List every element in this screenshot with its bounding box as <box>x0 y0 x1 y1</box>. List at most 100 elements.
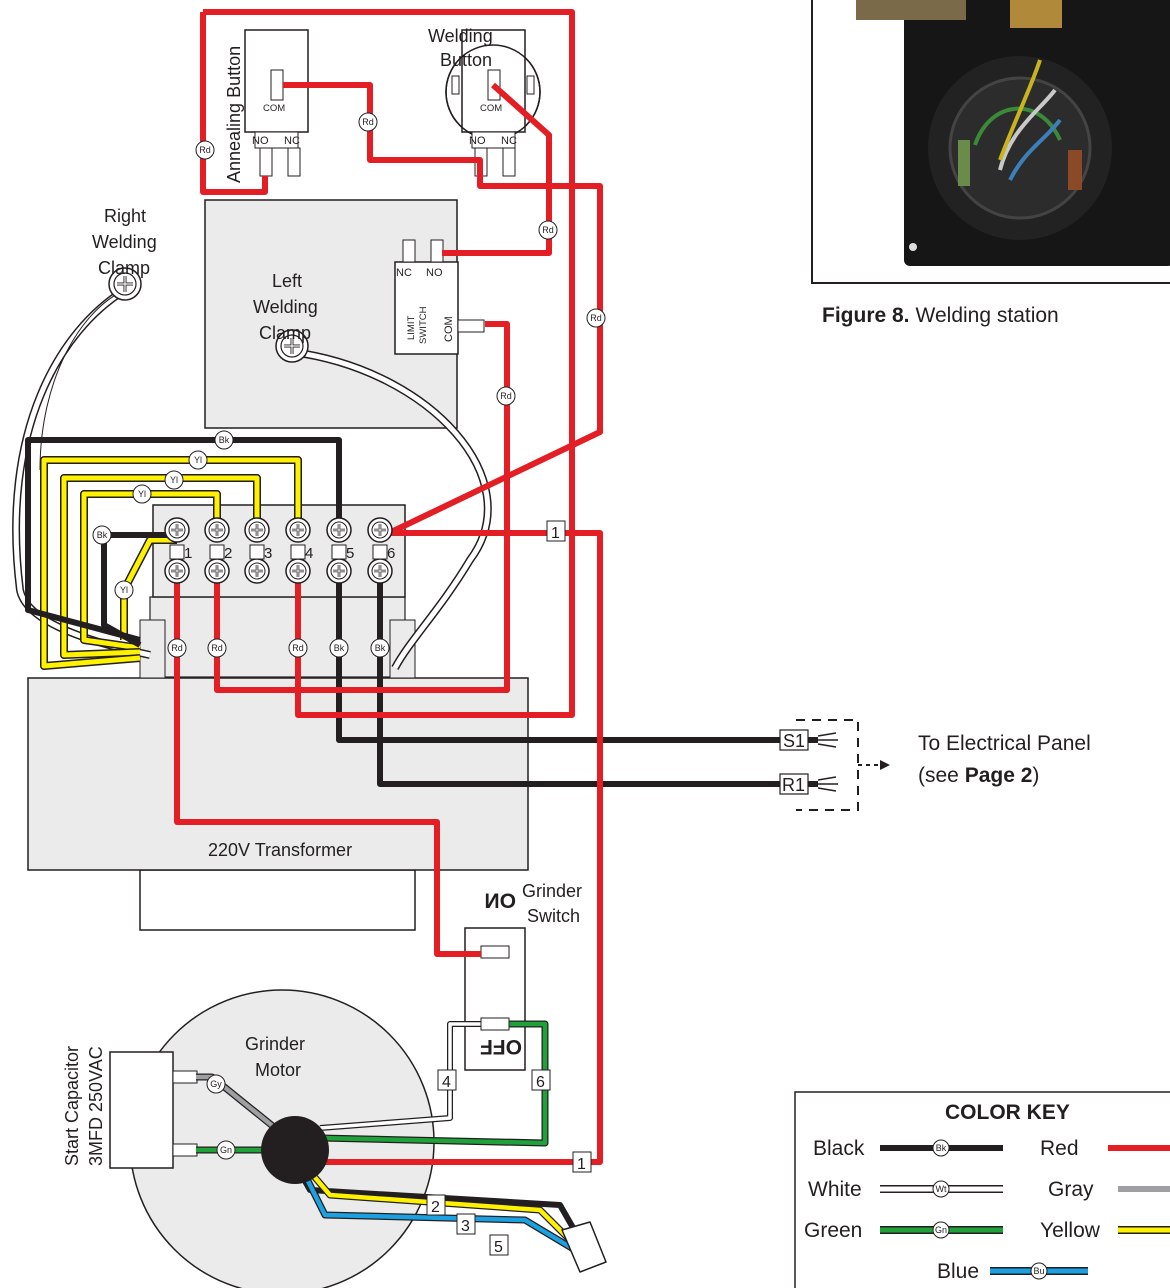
wire-number: 1 <box>551 525 560 542</box>
figure-label: Figure 8. <box>822 304 910 327</box>
wire-tag: Yl <box>188 450 208 470</box>
transformer-base <box>139 869 416 931</box>
limit-no-label: NO <box>426 267 443 279</box>
wire-number: 5 <box>494 1239 503 1256</box>
limit-switch-label-line1: LIMIT <box>406 316 417 340</box>
right-clamp-screw <box>108 267 142 301</box>
welding-button-label-line2: Button <box>440 50 492 70</box>
terminal-strip-post-left <box>139 619 166 679</box>
key-red-label: Red <box>1040 1137 1079 1160</box>
svg-text:Rd: Rd <box>500 391 512 401</box>
wire-number-boxes: 1 1 4 6 2 3 5 <box>426 520 592 1256</box>
terminal-screw <box>204 517 230 543</box>
nc-label: NC <box>501 135 517 147</box>
terminal-screw <box>367 517 393 543</box>
svg-text:Bu: Bu <box>1033 1266 1044 1276</box>
svg-text:Rd: Rd <box>542 225 554 235</box>
welding-button <box>445 29 541 177</box>
right-clamp-label-line1: Right <box>104 206 146 226</box>
svg-text:Yl: Yl <box>120 585 128 595</box>
right-clamp-label-line3: Clamp <box>98 258 150 278</box>
wire-tag: Bk <box>329 638 349 658</box>
key-yellow-label: Yellow <box>1040 1219 1101 1242</box>
limit-switch-label-line2: SWITCH <box>418 306 429 344</box>
wire-tag: Rd <box>358 112 378 132</box>
svg-text:Wt: Wt <box>936 1184 947 1194</box>
wire-tag: Gy <box>206 1074 226 1094</box>
svg-text:Gy: Gy <box>210 1079 222 1089</box>
welding-station-photo <box>811 0 1170 284</box>
left-clamp-label-line3: Clamp <box>259 323 311 343</box>
left-clamp-label-line2: Welding <box>253 297 318 317</box>
terminal-screw <box>285 558 311 584</box>
wire-tag: Rd <box>538 220 558 240</box>
no-label: NO <box>469 135 486 147</box>
terminal-screw <box>204 558 230 584</box>
arrow-icon <box>880 760 890 770</box>
svg-text:Bk: Bk <box>334 643 345 653</box>
terminal-screw <box>164 517 190 543</box>
terminal-label: 4 <box>305 545 313 562</box>
key-black-label: Black <box>813 1137 865 1160</box>
no-label: NO <box>252 135 269 147</box>
wire-number: 4 <box>442 1074 451 1091</box>
wire-nut <box>561 1221 607 1273</box>
connector-s1: S1 <box>783 731 805 751</box>
wire-tag: Rd <box>167 638 187 658</box>
terminal-label: 5 <box>346 545 354 562</box>
motor-hub <box>261 1116 329 1184</box>
panel-label-line2: (see Page 2) <box>918 764 1039 787</box>
svg-text:Rd: Rd <box>362 117 374 127</box>
key-wire-tag: Bu <box>1030 1262 1048 1280</box>
grinder-motor-label-line2: Motor <box>255 1060 301 1080</box>
right-clamp-label-line2: Welding <box>92 232 157 252</box>
switch-off-label: OFF <box>480 1035 522 1058</box>
grinder-motor-label-line1: Grinder <box>245 1034 305 1054</box>
wire-tag: Rd <box>496 386 516 406</box>
svg-text:Bk: Bk <box>936 1143 947 1153</box>
wire-number: 1 <box>577 1156 586 1173</box>
wire-tag: Bk <box>370 638 390 658</box>
wire-number: 6 <box>536 1074 545 1091</box>
svg-text:Bk: Bk <box>375 643 386 653</box>
svg-text:Yl: Yl <box>170 475 178 485</box>
wire-tag: Bk <box>214 430 234 450</box>
terminal-label: 2 <box>224 545 232 562</box>
limit-com-label: COM <box>443 316 455 342</box>
wire-tag: Yl <box>164 470 184 490</box>
terminal-screw <box>326 517 352 543</box>
terminal-label: 6 <box>387 545 395 562</box>
wire-tag: Yl <box>114 580 134 600</box>
key-wire-tag: Bk <box>932 1139 950 1157</box>
com-label: COM <box>480 103 502 114</box>
key-white-label: White <box>808 1178 862 1201</box>
limit-switch <box>394 239 485 355</box>
grinder-switch-label-line1: Grinder <box>522 881 582 901</box>
left-clamp-screw <box>275 329 309 363</box>
red-wires <box>174 9 603 1165</box>
transformer-body <box>27 677 529 871</box>
panel-connectors: S1 R1 <box>779 719 890 811</box>
terminal-label: 1 <box>184 545 192 562</box>
grinder-switch-terminal <box>480 1017 510 1031</box>
capacitor-label-line2: 3MFD 250VAC <box>86 1046 106 1166</box>
annealing-button <box>244 29 309 177</box>
svg-text:Rd: Rd <box>590 313 602 323</box>
grinder-switch-label-line2: Switch <box>527 906 580 926</box>
terminal-screw <box>326 558 352 584</box>
key-green-label: Green <box>804 1219 862 1242</box>
yellow-wires <box>40 456 302 670</box>
wire-tag: Rd <box>195 140 215 160</box>
key-blue-label: Blue <box>937 1260 979 1283</box>
svg-text:Rd: Rd <box>199 145 211 155</box>
terminal-numbers: 1 2 3 4 5 6 <box>169 544 395 562</box>
key-wire-tag: Gn <box>932 1221 950 1239</box>
svg-text:Rd: Rd <box>171 643 183 653</box>
start-capacitor <box>109 1051 198 1169</box>
terminal-strip <box>152 504 406 598</box>
color-key: COLOR KEY Black Red White Gray Green Yel… <box>794 1091 1170 1288</box>
terminal-screw <box>367 558 393 584</box>
color-key-title: COLOR KEY <box>945 1101 1070 1124</box>
